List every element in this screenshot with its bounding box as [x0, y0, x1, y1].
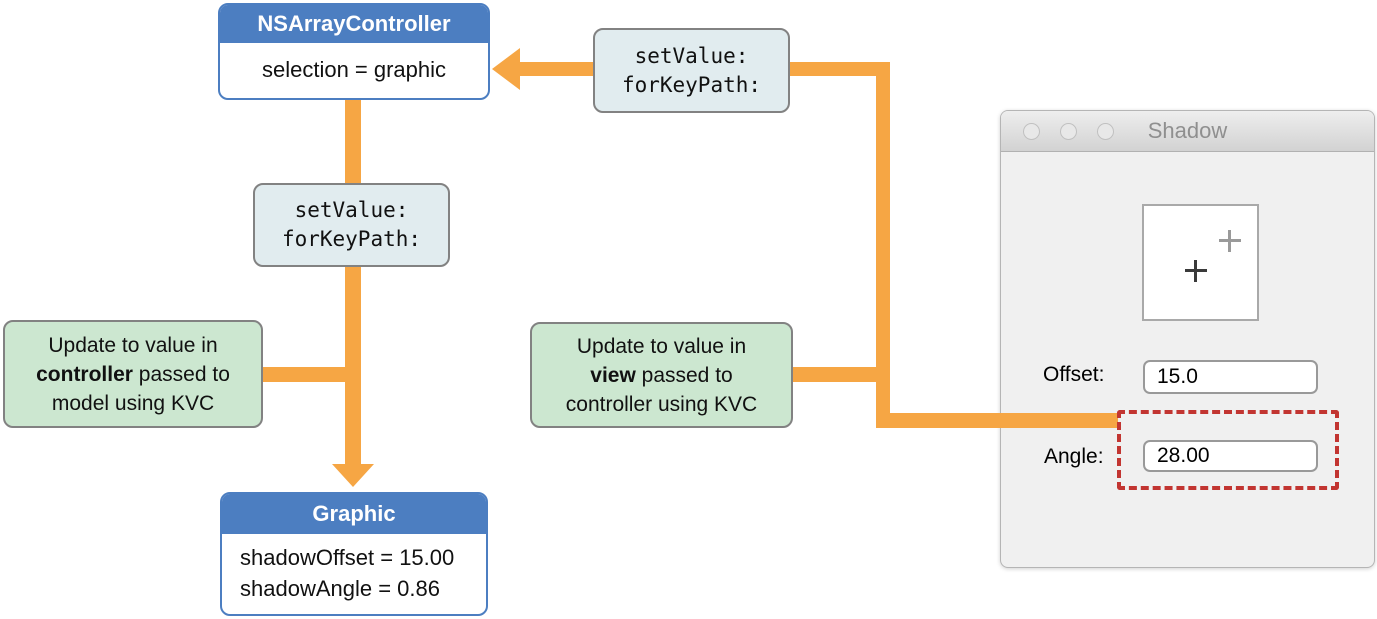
- graphic-box: Graphic shadowOffset = 15.00 shadowAngle…: [220, 492, 488, 616]
- setvalue-line: setValue:: [294, 198, 409, 222]
- note-controller-to-model: Update to value in controller passed to …: [3, 320, 263, 428]
- setvalue-line: setValue:: [634, 43, 749, 68]
- nsarraycontroller-box: NSArrayController selection = graphic: [218, 3, 490, 100]
- setvalue-forkeypath-box-left: setValue: forKeyPath:: [253, 183, 450, 267]
- shadow-preview-well[interactable]: [1142, 204, 1259, 321]
- graphic-values: shadowOffset = 15.00 shadowAngle = 0.86: [222, 534, 486, 604]
- note-line: controller passed to: [36, 362, 230, 386]
- offset-label: Offset:: [1043, 363, 1105, 386]
- angle-field-highlight: [1117, 410, 1339, 490]
- note-line: Update to value in: [576, 334, 747, 358]
- angle-label: Angle:: [1044, 445, 1104, 468]
- angle-input[interactable]: [1143, 440, 1318, 472]
- window-titlebar[interactable]: Shadow: [1001, 111, 1374, 152]
- nsarraycontroller-title: NSArrayController: [220, 5, 488, 43]
- arrow-note-left-connector: [263, 367, 353, 382]
- crosshair-shadow-handle-icon[interactable]: [1185, 260, 1207, 282]
- nsarraycontroller-selection-text: selection = graphic: [261, 57, 447, 82]
- arrow-controller-to-model-shaft: [345, 100, 361, 465]
- arrow-head-left-icon: [492, 48, 520, 90]
- arrow-view-to-controller-vertical-shaft: [876, 62, 890, 428]
- note-line: model using KVC: [51, 391, 215, 415]
- shadow-window: Shadow Offset: Angle:: [1000, 110, 1375, 568]
- graphic-title: Graphic: [222, 494, 486, 534]
- shadow-angle-value: shadowAngle = 0.86: [240, 576, 440, 601]
- setvalue-forkeypath-box-top: setValue: forKeyPath:: [593, 28, 790, 113]
- window-title: Shadow: [1147, 118, 1228, 143]
- arrow-note-right-connector: [793, 367, 883, 382]
- note-line: Update to value in: [48, 333, 218, 357]
- forkeypath-line: forKeyPath:: [281, 227, 422, 251]
- forkeypath-line: forKeyPath:: [621, 72, 762, 97]
- shadow-offset-value: shadowOffset = 15.00: [240, 545, 455, 570]
- window-zoom-icon[interactable]: [1097, 123, 1114, 140]
- window-minimize-icon[interactable]: [1060, 123, 1077, 140]
- crosshair-origin-icon: [1219, 230, 1241, 252]
- note-line: controller using KVC: [565, 392, 758, 416]
- note-view-to-controller: Update to value in view passed to contro…: [530, 322, 793, 428]
- note-line: view passed to: [590, 363, 733, 387]
- offset-input[interactable]: [1143, 360, 1318, 394]
- arrow-head-down-icon: [332, 464, 374, 487]
- arrow-view-to-controller-bottom-shaft: [876, 413, 1118, 428]
- window-close-icon[interactable]: [1023, 123, 1040, 140]
